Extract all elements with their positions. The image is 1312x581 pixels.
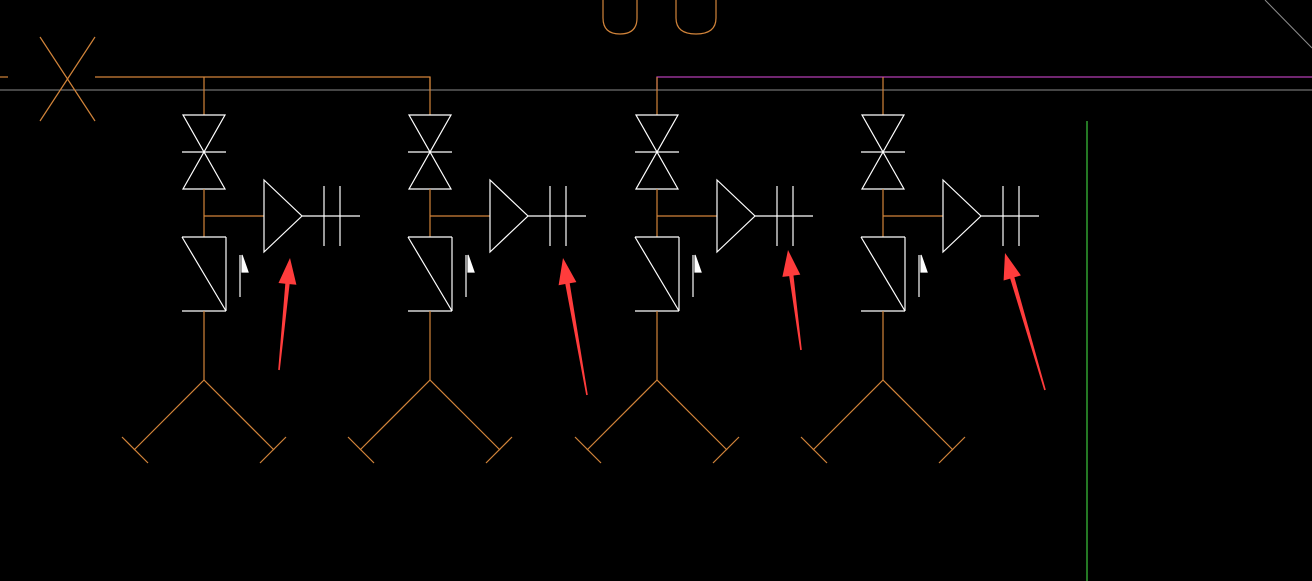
flange-icon [981,186,1039,246]
sprinkler-branch[interactable] [574,77,813,464]
diagonal-reference-line [1264,0,1312,49]
sprinkler-head-icon [574,379,740,464]
annotation-arrows [278,250,1046,396]
reducer-icon [716,178,756,254]
flange-icon [302,186,360,246]
flange-icon [755,186,813,246]
red-arrow-icon [558,258,588,396]
sprinkler-branches [121,77,1039,464]
check-valve-icon [860,236,928,312]
sprinkler-head-icon [347,379,513,464]
check-valve-icon [407,236,475,312]
sprinkler-branch[interactable] [121,77,360,464]
red-arrow-icon [1003,253,1046,391]
sprinkler-head-icon [800,379,966,464]
sprinkler-branch[interactable] [347,77,586,464]
red-arrow-icon [278,258,297,371]
reducer-icon [263,178,303,254]
top-partial-symbol [602,0,717,35]
red-arrow-icon [782,250,802,351]
sprinkler-branch[interactable] [800,77,1039,464]
cross-mark-icon [0,36,96,122]
flange-icon [528,186,586,246]
reducer-icon [942,178,982,254]
sprinkler-head-icon [121,379,287,464]
reducer-icon [489,178,529,254]
